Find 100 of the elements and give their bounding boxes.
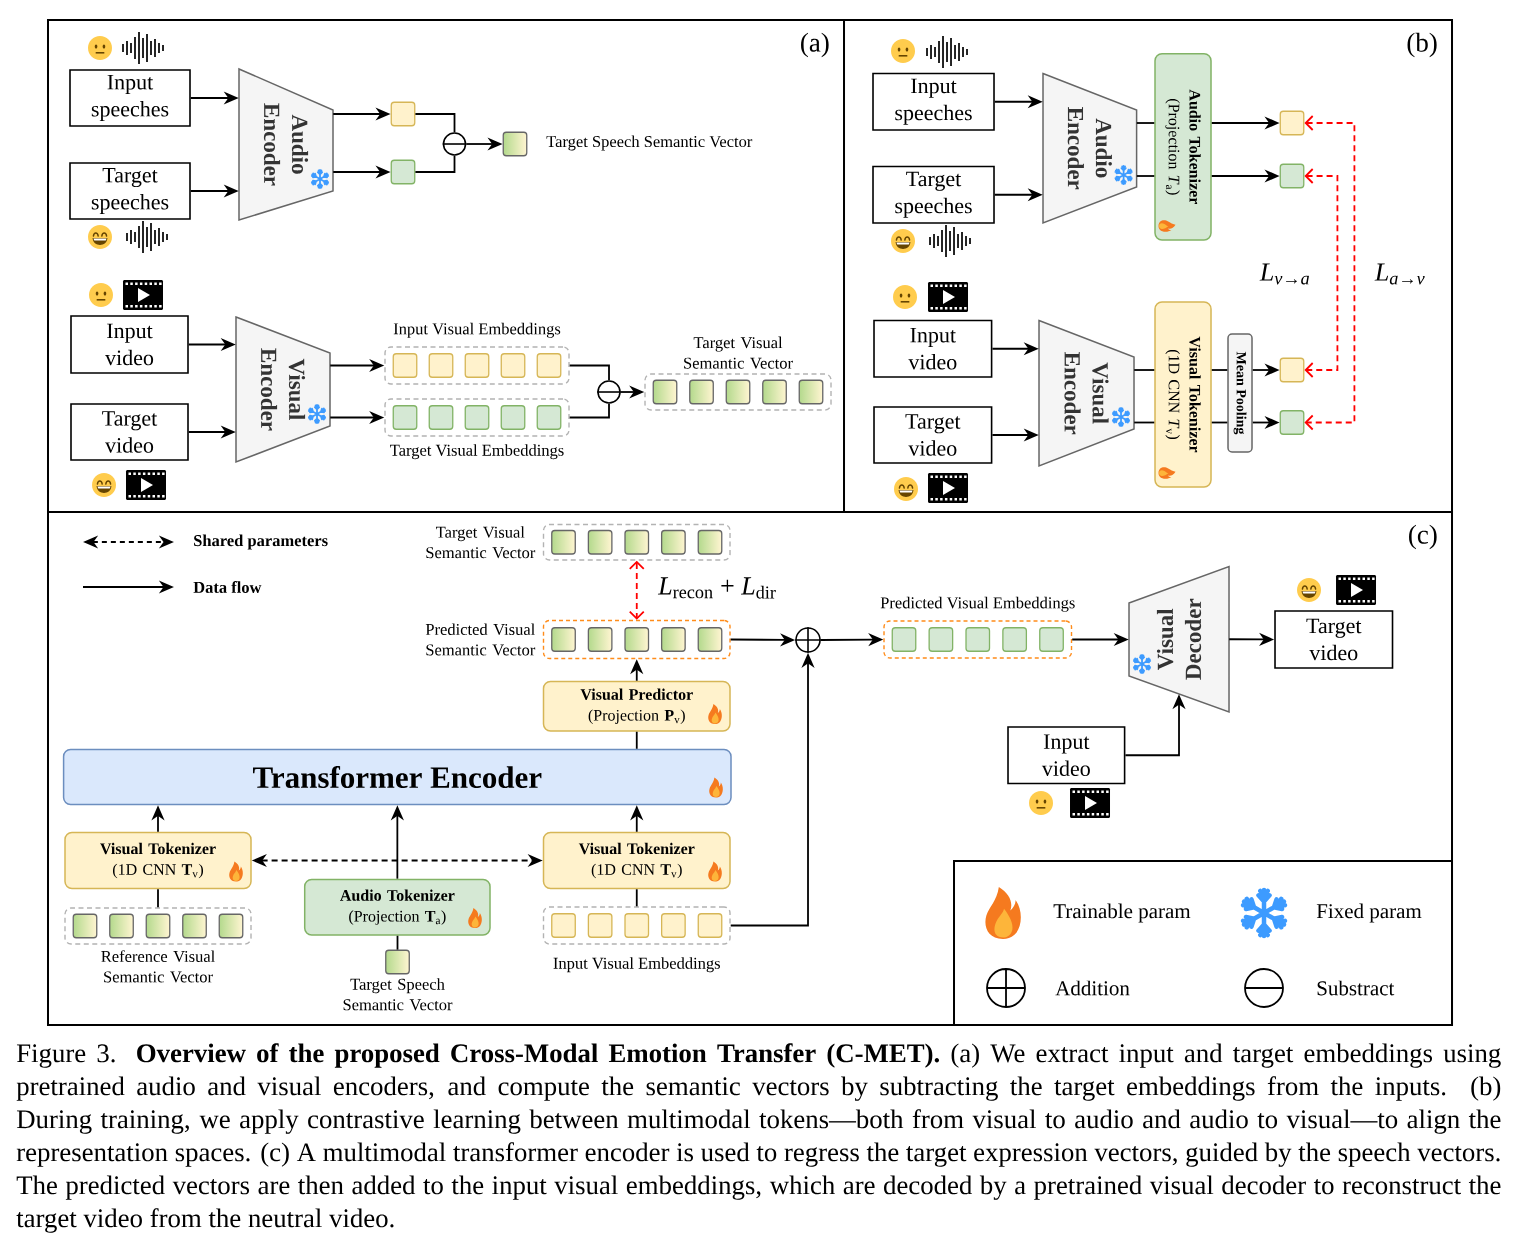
caption: Figure 3. Overview of the proposed Cross-Modal Emotion Transfer (C-MET). (a) We extract input and target embeddings using pretrained audio and visual encoders, and compute the semantic vectors by subtracting the target embeddings from the inputs. (b) During training, we apply contrastive learning between multimodal tokens—both from visual to audio and audio to visual—to align the representation spaces. (c) A multimodal transformer encoder is used to regress the target expression vectors, guided by the speech vectors. The predicted vectors are then added to the input visual embeddings, which are decoded by a pretrained visual decoder to reconstruct the target video from the neutral video. — [16, 1043, 1501, 1233]
embedding-square — [551, 913, 576, 938]
embedding-square — [1279, 357, 1305, 383]
embedding-square — [624, 913, 650, 938]
embedding-square — [624, 529, 650, 555]
decoder-trapezoid: Visual Decoder — [1128, 565, 1230, 714]
embedding-square — [891, 627, 917, 652]
transformer-box: Transformer Encoder — [62, 748, 732, 806]
pooling-box: Mean Pooling — [1227, 333, 1253, 453]
data-box: Target video — [1274, 610, 1394, 669]
embedding-square — [661, 529, 686, 555]
embedding-square — [551, 627, 576, 652]
subtract-circle — [596, 380, 622, 404]
embedding-square — [725, 379, 751, 405]
embedding-square — [500, 353, 526, 378]
embedding-square — [661, 627, 686, 652]
embedding-square — [798, 379, 824, 405]
embedding-square — [536, 405, 562, 430]
embedding-square — [390, 101, 416, 127]
tokenizer-box: Audio Tokenizer (Projection T$_{a}$) — [303, 878, 491, 936]
connector-line — [1133, 369, 1156, 371]
data-box: Target speeches — [69, 162, 191, 220]
embedding-label: Target Visual Semantic Vector — [684, 336, 793, 369]
connector-line — [1210, 369, 1229, 371]
tokenizer-box: Visual Tokenizer (1D CNN T$_{v}$) — [542, 831, 731, 890]
embedding-square — [624, 627, 650, 652]
connector-line — [1135, 175, 1156, 177]
dashed-double-arrow — [1304, 168, 1339, 378]
embedding-square — [1039, 627, 1064, 652]
embedding-square — [928, 627, 954, 652]
embedding-square — [392, 353, 418, 378]
legend-label: Substract — [1317, 980, 1395, 996]
embedding-square — [652, 379, 678, 405]
embedding-square — [428, 353, 454, 378]
connector-line — [568, 364, 610, 382]
embedding-square — [182, 913, 207, 939]
embedding-square — [464, 405, 490, 430]
vector-label: Target Speech Semantic Vector — [546, 135, 753, 151]
predictor-box: Visual Predictor (Projection P$_{v}$) — [542, 680, 731, 732]
data-box: Target speeches — [872, 165, 995, 224]
loss-label: L$_{recon}$ + L$_{dir}$ — [657, 576, 778, 600]
embedding-square — [587, 627, 613, 652]
embedding-square — [1279, 163, 1305, 189]
embedding-square — [587, 913, 613, 938]
embedding-square — [587, 529, 613, 555]
loss-label: L$_{v→a}$ — [1258, 262, 1312, 286]
embedding-square — [965, 627, 991, 652]
embedding-square — [145, 913, 171, 939]
embedding-square — [661, 913, 686, 938]
subtract-circle — [441, 132, 468, 156]
embedding-square — [551, 529, 576, 555]
dashed-double-arrow — [628, 560, 645, 620]
connector-line — [414, 113, 456, 134]
embedding-square — [390, 159, 416, 185]
data-box: Target video — [70, 403, 189, 461]
embedding-square — [1002, 627, 1028, 652]
connector-line — [1133, 421, 1156, 424]
legend-label: Data flow — [193, 581, 262, 593]
embedding-square — [464, 353, 490, 378]
connector-line — [396, 934, 399, 951]
loss-label: L$_{a→v}$ — [1373, 262, 1427, 286]
data-box: Input video — [70, 315, 189, 374]
embedding-square — [762, 379, 787, 405]
panel-label: (c) — [1409, 524, 1437, 550]
embedding-label: Input Visual Embeddings — [393, 322, 561, 338]
vector-label: Target Speech Semantic Vector — [343, 978, 453, 1011]
connector-line — [635, 730, 638, 750]
embedding-label: Input Visual Embeddings — [553, 957, 720, 973]
embedding-square — [689, 379, 714, 405]
embedding-square — [428, 405, 454, 430]
legend-label: Addition — [1055, 980, 1130, 996]
embedding-square — [697, 913, 723, 938]
data-box: Input video — [873, 319, 993, 378]
legend-label: Shared parameters — [194, 534, 328, 550]
embedding-square — [1279, 410, 1305, 435]
connector-line — [1210, 421, 1229, 424]
data-box: Input speeches — [872, 72, 995, 131]
embedding-label: Predicted Visual Semantic Vector — [425, 623, 536, 656]
embedding-label: Reference Visual Semantic Vector — [101, 950, 215, 983]
embedding-square — [697, 529, 723, 555]
dashed-double-arrow — [1304, 115, 1356, 431]
legend-label: Trainable param — [1053, 903, 1191, 923]
data-box: Target video — [873, 406, 993, 464]
addition-circle — [794, 626, 822, 654]
data-box: Input speeches — [69, 69, 191, 127]
embedding-square — [500, 405, 526, 430]
data-box: Input video — [1007, 726, 1126, 785]
embedding-square — [218, 913, 244, 939]
connector-line — [414, 154, 456, 173]
embedding-label: Target Visual Semantic Vector — [426, 526, 536, 559]
tokenizer-box: Visual Tokenizer (1D CNN T$_{v}$) — [64, 831, 252, 890]
embedding-square — [109, 913, 134, 939]
embedding-square — [1279, 110, 1305, 136]
embedding-label: Target Visual Embeddings — [390, 444, 564, 460]
embedding-square — [536, 353, 562, 378]
legend-label: Fixed param — [1316, 903, 1422, 923]
panel-label: (a) — [801, 32, 829, 58]
embedding-square — [72, 913, 98, 939]
connector-line — [157, 888, 159, 909]
embedding-square — [697, 627, 723, 652]
